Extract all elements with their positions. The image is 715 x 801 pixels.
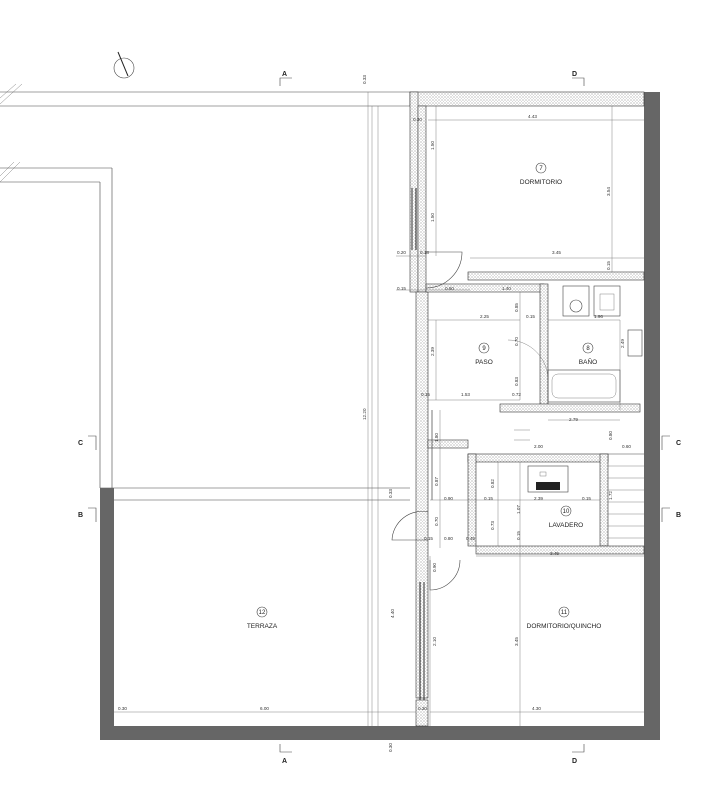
dim-label: 2.10 bbox=[432, 637, 437, 646]
dim-label: 0.15 bbox=[526, 314, 535, 319]
room-name: DORMITORIO bbox=[520, 179, 562, 186]
dim-label: 0.73 bbox=[490, 521, 495, 530]
dim-label: 0.33 bbox=[388, 489, 393, 498]
section-c-left: C bbox=[78, 440, 83, 447]
dim-label: 1.07 bbox=[516, 505, 521, 514]
dim-label: 2.25 bbox=[480, 314, 489, 319]
section-d-top: D bbox=[572, 71, 577, 78]
room-number: 9 bbox=[482, 346, 486, 352]
room-label-dormitorio-quincho: 11 DORMITORIO/QUINCHO bbox=[527, 606, 602, 630]
dim-label: 0.20 bbox=[418, 706, 427, 711]
dim-label: 0.87 bbox=[434, 477, 439, 486]
dim-label: 4.40 bbox=[390, 609, 395, 618]
dim-label: 0.15 bbox=[397, 286, 406, 291]
section-a-bottom: A bbox=[282, 758, 287, 765]
exterior-walls bbox=[100, 92, 660, 740]
dim-label: 0.30 bbox=[388, 743, 393, 752]
dim-label: 6.00 bbox=[260, 706, 269, 711]
dim-label: 0.70 bbox=[514, 337, 519, 346]
room-label-paso: 9 PASO bbox=[475, 342, 493, 366]
bathroom-fixtures bbox=[547, 285, 643, 403]
dim-label: 0.15 bbox=[582, 496, 591, 501]
room-name: BAÑO bbox=[579, 357, 597, 366]
dim-label: 0.30 bbox=[118, 706, 127, 711]
dim-label: 2.79 bbox=[569, 417, 578, 422]
dim-label: 0.15 bbox=[606, 261, 611, 270]
dim-label: 3.54 bbox=[606, 187, 611, 196]
room-number: 12 bbox=[259, 610, 266, 616]
room-label-terraza: 12 TERRAZA bbox=[247, 606, 278, 630]
dim-label: 0.90 bbox=[444, 496, 453, 501]
laundry-fixtures bbox=[527, 465, 569, 493]
dim-label: 1.50 bbox=[430, 141, 435, 150]
dim-label: 2.00 bbox=[534, 444, 543, 449]
dim-label: 1.80 bbox=[434, 433, 439, 442]
dim-label: 12.20 bbox=[362, 408, 367, 420]
dim-label: 0.60 bbox=[622, 444, 631, 449]
room-number: 7 bbox=[539, 166, 543, 172]
room-name: PASO bbox=[475, 359, 493, 366]
room-label-bano: 8 BAÑO bbox=[579, 342, 597, 366]
dim-label: 1.50 bbox=[430, 213, 435, 222]
room-number: 8 bbox=[586, 346, 590, 352]
dim-label: 2.39 bbox=[534, 496, 543, 501]
room-label-lavadero: 10 LAVADERO bbox=[549, 505, 583, 529]
room-name: DORMITORIO/QUINCHO bbox=[527, 623, 602, 630]
dim-label: 1.72 bbox=[608, 491, 613, 500]
dim-label: 0.60 bbox=[445, 286, 454, 291]
dim-label: 2.39 bbox=[430, 347, 435, 356]
room-number: 11 bbox=[561, 610, 568, 616]
dim-label: 0.90 bbox=[432, 563, 437, 572]
dim-label: 0.83 bbox=[514, 377, 519, 386]
room-name: TERRAZA bbox=[247, 623, 278, 630]
terrace-outline bbox=[0, 83, 410, 740]
section-markers bbox=[88, 77, 670, 753]
section-c-right: C bbox=[676, 440, 681, 447]
dim-label: 3.45 bbox=[550, 551, 559, 556]
dim-label: 0.80 bbox=[444, 536, 453, 541]
dim-label: 4.43 bbox=[528, 114, 537, 119]
dim-label: 0.15 bbox=[484, 496, 493, 501]
section-b-left: B bbox=[78, 512, 83, 519]
windows bbox=[411, 188, 433, 700]
dim-label: 1.40 bbox=[502, 286, 511, 291]
dim-label: 0.45 bbox=[466, 536, 475, 541]
room-name: LAVADERO bbox=[549, 522, 583, 529]
dim-label: 4.30 bbox=[532, 706, 541, 711]
dim-label: 0.85 bbox=[514, 303, 519, 312]
dim-label: 0.15 bbox=[516, 531, 521, 540]
hatched-walls bbox=[409, 91, 645, 727]
dim-label: 3.45 bbox=[514, 637, 519, 646]
dim-label: 0.72 bbox=[512, 392, 521, 397]
dim-label: 0.15 bbox=[421, 392, 430, 397]
dim-label: 0.15 bbox=[424, 536, 433, 541]
dim-label: 0.33 bbox=[362, 75, 367, 84]
dim-label: 1.53 bbox=[461, 392, 470, 397]
room-label-dormitorio: 7 DORMITORIO bbox=[520, 162, 562, 186]
section-d-bottom: D bbox=[572, 758, 577, 765]
dim-label: 1.96 bbox=[594, 314, 603, 319]
section-b-right: B bbox=[676, 512, 681, 519]
room-number: 10 bbox=[563, 509, 570, 515]
dim-label: 0.18 bbox=[420, 250, 429, 255]
north-arrow-icon bbox=[113, 51, 135, 79]
section-a-top: A bbox=[282, 71, 287, 78]
dimension-labels: 0.33 0.30 4.43 1.50 1.50 3.54 0.20 0.18 … bbox=[118, 75, 631, 752]
dim-label: 0.20 bbox=[397, 250, 406, 255]
dim-label: 0.70 bbox=[434, 517, 439, 526]
dim-label: 0.82 bbox=[490, 479, 495, 488]
dim-label: 3.45 bbox=[552, 250, 561, 255]
dim-label: 0.30 bbox=[413, 117, 422, 122]
dim-label: 0.80 bbox=[608, 431, 613, 440]
dim-label: 2.49 bbox=[620, 339, 625, 348]
dimension-lines bbox=[114, 106, 644, 726]
stairs bbox=[514, 429, 644, 539]
